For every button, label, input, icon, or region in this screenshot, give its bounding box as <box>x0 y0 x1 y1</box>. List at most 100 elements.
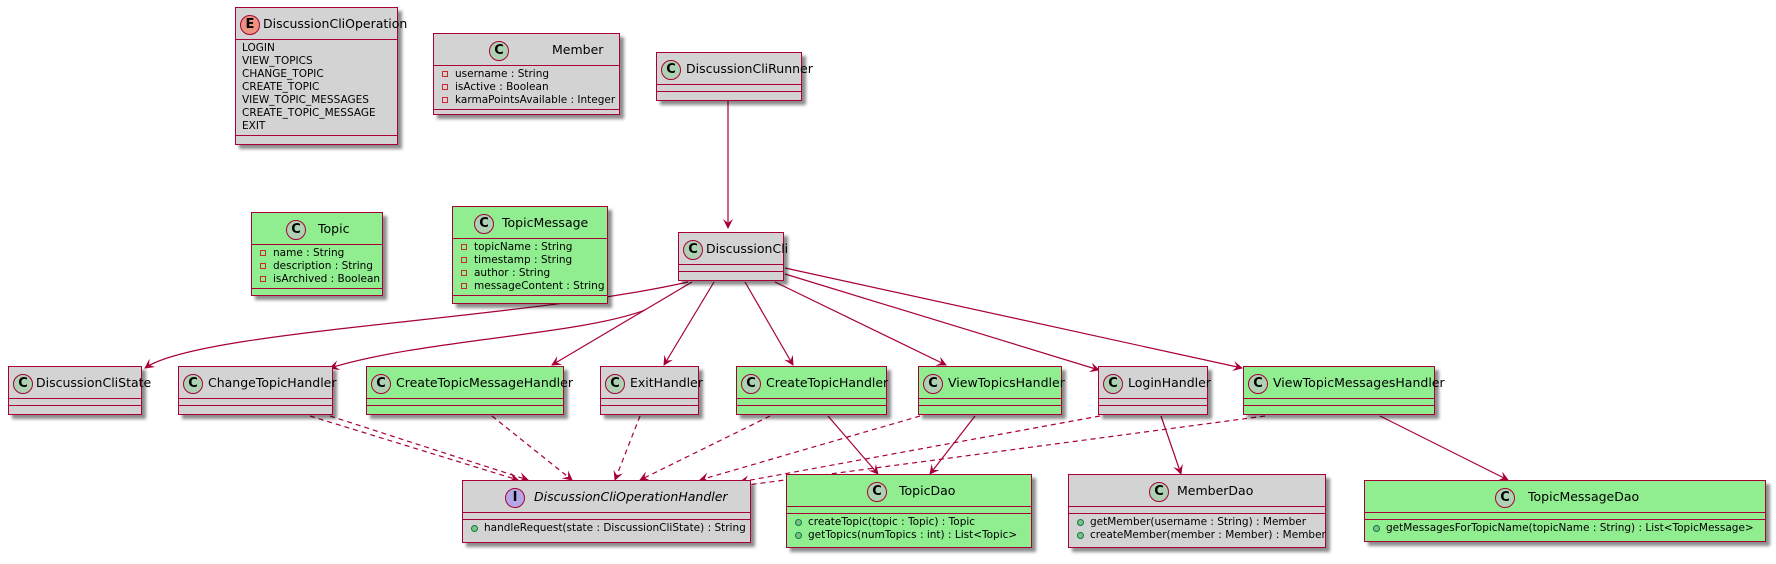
class-section-empty <box>9 405 141 412</box>
private-icon <box>461 257 467 263</box>
enum-value: CREATE_TOPIC <box>242 81 320 93</box>
class-section-empty <box>737 398 886 405</box>
class-create-topic-handler[interactable]: C CreateTopicHandler <box>736 366 889 415</box>
class-name: DiscussionCliOperationHandler <box>534 489 728 504</box>
class-header: C ChangeTopicHandler <box>179 367 337 398</box>
edge-cli-to-exit <box>663 281 715 366</box>
class-section-empty <box>657 84 801 91</box>
realize-view-topics <box>699 415 921 483</box>
class-section-empty <box>367 405 563 412</box>
field-row: messageContent : String <box>453 280 607 293</box>
class-header: C LoginHandler <box>1099 367 1211 398</box>
class-name: ViewTopicsHandler <box>948 375 1065 390</box>
method-row: getMessagesForTopicName(topicName : Stri… <box>1365 522 1765 535</box>
class-header: C ExitHandler <box>601 367 703 398</box>
edge-cli-to-create-topic <box>744 281 794 366</box>
class-badge-icon: C <box>1495 488 1515 508</box>
class-badge-icon: C <box>183 374 203 394</box>
class-section-empty <box>453 295 607 302</box>
class-section-empty <box>1099 398 1207 405</box>
class-section-empty <box>1099 405 1207 412</box>
private-icon <box>260 250 266 256</box>
class-member[interactable]: C Member username : String isActive : Bo… <box>433 33 620 115</box>
class-section-empty <box>679 264 783 271</box>
class-discussion-cli[interactable]: C DiscussionCli <box>678 232 788 281</box>
class-exit-handler[interactable]: C ExitHandler <box>600 366 703 415</box>
class-section-empty <box>9 398 141 405</box>
method-row: createMember(member : Member) : Member <box>1069 529 1326 542</box>
class-section-empty <box>737 405 886 412</box>
private-icon <box>260 276 266 282</box>
class-topic-message[interactable]: C TopicMessage topicName : String timest… <box>452 206 608 304</box>
edge-create-topic-to-topic-dao <box>827 415 879 475</box>
method-row: handleRequest(state : DiscussionCliState… <box>463 522 750 535</box>
class-name: MemberDao <box>1177 483 1254 498</box>
class-header: C CreateTopicMessageHandler <box>367 367 573 398</box>
class-badge-icon: C <box>741 374 761 394</box>
private-icon <box>461 244 467 250</box>
class-topic[interactable]: C Topic name : String description : Stri… <box>251 212 383 296</box>
class-login-handler[interactable]: C LoginHandler <box>1098 366 1211 415</box>
public-icon <box>1077 519 1084 526</box>
class-section-empty <box>1244 398 1434 405</box>
method-row: createTopic(topic : Topic) : Topic <box>787 516 1031 529</box>
class-name: DiscussionCliOperation <box>263 16 408 31</box>
class-section-empty <box>463 512 750 519</box>
class-section-empty <box>679 271 783 278</box>
field-row: isArchived : Boolean <box>252 273 382 286</box>
class-member-dao[interactable]: C MemberDao getMember(username : String)… <box>1068 474 1326 548</box>
field-row: topicName : String <box>453 241 607 254</box>
edge-cli-to-view-topics <box>774 281 947 366</box>
class-section-empty <box>179 398 332 405</box>
class-header: C MemberDao <box>1069 475 1325 506</box>
class-fields: username : String isActive : Boolean kar… <box>434 65 619 109</box>
class-header: C TopicMessage <box>453 207 607 238</box>
class-change-topic-handler[interactable]: C ChangeTopicHandler <box>178 366 337 415</box>
class-section-empty <box>434 109 619 116</box>
class-view-topics-handler[interactable]: C ViewTopicsHandler <box>918 366 1065 415</box>
class-discussion-cli-state[interactable]: C DiscussionCliState <box>8 366 151 415</box>
enum-values: LOGIN VIEW_TOPICS CHANGE_TOPIC CREATE_TO… <box>236 39 397 135</box>
class-topic-message-dao[interactable]: C TopicMessageDao getMessagesForTopicNam… <box>1364 480 1766 542</box>
class-name: DiscussionCliRunner <box>686 61 813 76</box>
enum-value: VIEW_TOPIC_MESSAGES <box>242 94 369 106</box>
class-view-topic-messages-handler[interactable]: C ViewTopicMessagesHandler <box>1243 366 1445 415</box>
class-section-empty <box>367 398 563 405</box>
class-badge-icon: C <box>867 482 887 502</box>
class-badge-icon: C <box>489 41 509 61</box>
field-row: isActive : Boolean <box>434 81 619 94</box>
class-badge-icon: C <box>1149 482 1169 502</box>
class-header: C DiscussionCliRunner <box>657 53 813 84</box>
edge-cli-to-view-topic-messages <box>784 267 1243 371</box>
class-section-empty <box>179 405 332 412</box>
field-row: description : String <box>252 260 382 273</box>
class-badge-icon: C <box>1103 374 1123 394</box>
interface-discussion-cli-operation-handler[interactable]: I DiscussionCliOperationHandler handleRe… <box>462 480 751 543</box>
private-icon <box>442 84 448 90</box>
class-discussion-cli-operation[interactable]: E DiscussionCliOperation LOGIN VIEW_TOPI… <box>235 7 407 145</box>
class-topic-dao[interactable]: C TopicDao createTopic(topic : Topic) : … <box>786 474 1032 548</box>
class-section-empty <box>1365 512 1765 519</box>
edge-view-topics-to-topic-dao <box>929 415 976 475</box>
class-section-empty <box>236 135 397 142</box>
class-create-topic-message-handler[interactable]: C CreateTopicMessageHandler <box>366 366 573 415</box>
realize-change-topic-2 <box>329 415 529 482</box>
class-name: CreateTopicMessageHandler <box>396 375 573 390</box>
class-methods: getMessagesForTopicName(topicName : Stri… <box>1365 519 1765 537</box>
class-header: I DiscussionCliOperationHandler <box>463 481 750 512</box>
class-name: TopicMessageDao <box>1528 489 1640 504</box>
class-badge-icon: C <box>286 220 306 240</box>
field-row: karmaPointsAvailable : Integer <box>434 94 619 107</box>
realize-login <box>739 415 1101 486</box>
public-icon <box>471 525 478 532</box>
class-methods: handleRequest(state : DiscussionCliState… <box>463 519 750 537</box>
class-name: TopicMessage <box>502 215 589 230</box>
class-header: C ViewTopicsHandler <box>919 367 1065 398</box>
class-badge-icon: C <box>1248 374 1268 394</box>
class-section-empty <box>1069 506 1325 513</box>
class-discussion-cli-runner[interactable]: C DiscussionCliRunner <box>656 52 813 101</box>
class-section-empty <box>657 91 801 98</box>
class-name: CreateTopicHandler <box>766 375 889 390</box>
class-name: ViewTopicMessagesHandler <box>1273 375 1445 390</box>
